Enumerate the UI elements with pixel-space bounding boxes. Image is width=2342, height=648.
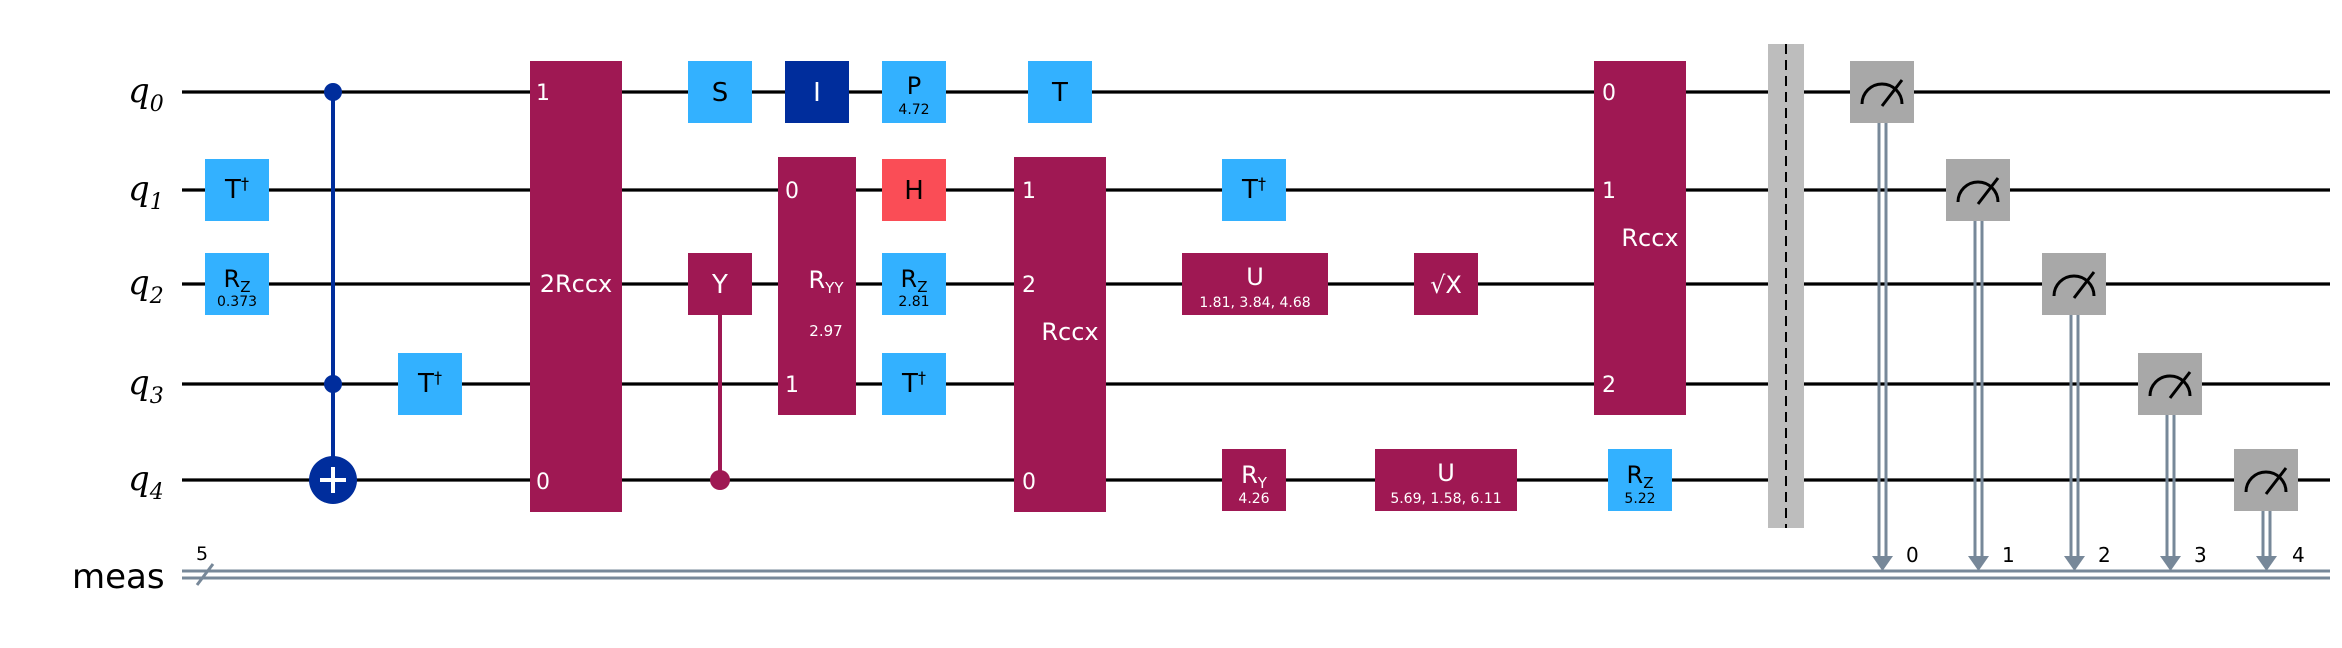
- svg-text:2.97: 2.97: [809, 322, 842, 340]
- svg-text:4.26: 4.26: [1238, 491, 1269, 507]
- s-gate-q0[interactable]: S: [688, 61, 752, 123]
- svg-text:0: 0: [1022, 470, 1036, 495]
- svg-text:H: H: [904, 176, 924, 206]
- u-gate-q2[interactable]: U 1.81, 3.84, 4.68: [1182, 253, 1328, 315]
- ryy-gate[interactable]: 0 1 RYY 2.97: [778, 157, 856, 415]
- svg-text:U: U: [1437, 459, 1455, 487]
- identity-gate-q0[interactable]: I: [785, 61, 849, 123]
- classical-register-label: meas: [72, 557, 165, 597]
- svg-text:T: T: [1051, 78, 1068, 108]
- svg-text:T†: T†: [1241, 174, 1266, 205]
- hadamard-gate-q1[interactable]: H: [882, 159, 946, 221]
- svg-text:P: P: [907, 72, 921, 100]
- svg-text:S: S: [712, 78, 729, 108]
- svg-text:0: 0: [785, 179, 799, 204]
- rccx-gate-a[interactable]: 1 0 2Rccx: [530, 61, 622, 512]
- svg-text:RZ: RZ: [224, 265, 251, 296]
- svg-text:T†: T†: [224, 174, 249, 205]
- barrier: [1768, 44, 1804, 528]
- tdg-gate-q1[interactable]: T†: [205, 159, 269, 221]
- svg-text:RY: RY: [1241, 461, 1268, 492]
- control-dot-q3: [324, 375, 342, 393]
- svg-text:RYY: RYY: [808, 266, 844, 297]
- rccx-gate-c[interactable]: 0 1 2 Rccx: [1594, 61, 1686, 415]
- control-dot-q0: [324, 83, 342, 101]
- cy-gate[interactable]: Y: [688, 253, 752, 490]
- rz-gate-q4[interactable]: RZ 5.22: [1608, 449, 1672, 511]
- phase-gate-q0[interactable]: P 4.72: [882, 61, 946, 123]
- ry-gate-q4[interactable]: RY 4.26: [1222, 449, 1286, 511]
- tdg-gate-q3[interactable]: T†: [398, 353, 462, 415]
- svg-text:√X: √X: [1430, 271, 1462, 299]
- svg-text:2.81: 2.81: [898, 294, 929, 310]
- svg-text:5.22: 5.22: [1624, 491, 1655, 507]
- svg-text:5.69, 1.58, 6.11: 5.69, 1.58, 6.11: [1390, 491, 1501, 507]
- svg-text:1: 1: [1602, 179, 1616, 204]
- svg-text:1: 1: [536, 81, 550, 106]
- qubit-label-q2: q2: [128, 263, 164, 309]
- svg-text:4.72: 4.72: [898, 102, 929, 118]
- svg-text:T†: T†: [417, 368, 442, 399]
- qubit-label-q0: q0: [128, 71, 164, 117]
- rz-gate-q2-second[interactable]: RZ 2.81: [882, 253, 946, 315]
- svg-text:U: U: [1246, 263, 1264, 291]
- svg-text:0: 0: [536, 470, 550, 495]
- svg-text:2: 2: [1602, 373, 1616, 398]
- svg-text:1: 1: [785, 373, 799, 398]
- qubit-label-q1: q1: [128, 169, 164, 215]
- qubit-label-q4: q4: [128, 459, 164, 505]
- svg-text:2Rccx: 2Rccx: [540, 270, 613, 298]
- tdg-gate-q3-second[interactable]: T†: [882, 353, 946, 415]
- rz-gate-q2[interactable]: RZ 0.373: [205, 253, 269, 315]
- measure-bit-label-4: 4: [2292, 543, 2305, 567]
- measure-gate-q1[interactable]: 1: [1946, 159, 2015, 571]
- rccx-gate-b[interactable]: 1 2 0 Rccx: [1014, 157, 1106, 512]
- svg-text:0: 0: [1602, 81, 1616, 106]
- measure-gate-q2[interactable]: 2: [2042, 253, 2111, 571]
- measure-bit-label-2: 2: [2098, 543, 2111, 567]
- measure-bit-label-0: 0: [1906, 543, 1919, 567]
- measure-gate-q3[interactable]: 3: [2138, 353, 2207, 571]
- tdg-gate-q1-second[interactable]: T†: [1222, 159, 1286, 221]
- control-dot-q4: [710, 470, 730, 490]
- measure-gate-q4[interactable]: 4: [2234, 449, 2305, 571]
- svg-text:2: 2: [1022, 273, 1036, 298]
- measure-gate-q0[interactable]: 0: [1850, 61, 1919, 571]
- svg-text:Rccx: Rccx: [1621, 224, 1678, 252]
- svg-text:I: I: [813, 78, 821, 108]
- svg-text:RZ: RZ: [901, 265, 928, 296]
- toffoli-gate[interactable]: [309, 83, 357, 504]
- svg-text:1: 1: [1022, 179, 1036, 204]
- svg-text:T†: T†: [901, 368, 926, 399]
- svg-text:Y: Y: [711, 270, 728, 300]
- measure-bit-label-3: 3: [2194, 543, 2207, 567]
- u-gate-q4[interactable]: U 5.69, 1.58, 6.11: [1375, 449, 1517, 511]
- qubit-label-q3: q3: [128, 363, 164, 409]
- register-size-label: 5: [196, 543, 208, 565]
- svg-text:0.373: 0.373: [217, 294, 257, 310]
- measure-bit-label-1: 1: [2002, 543, 2015, 567]
- svg-text:RZ: RZ: [1627, 461, 1654, 492]
- svg-text:Rccx: Rccx: [1041, 318, 1098, 346]
- svg-text:1.81, 3.84, 4.68: 1.81, 3.84, 4.68: [1199, 295, 1310, 311]
- t-gate-q0[interactable]: T: [1028, 61, 1092, 123]
- sqrt-x-gate-q2[interactable]: √X: [1414, 253, 1478, 315]
- classical-register-wire: 5: [182, 543, 2330, 586]
